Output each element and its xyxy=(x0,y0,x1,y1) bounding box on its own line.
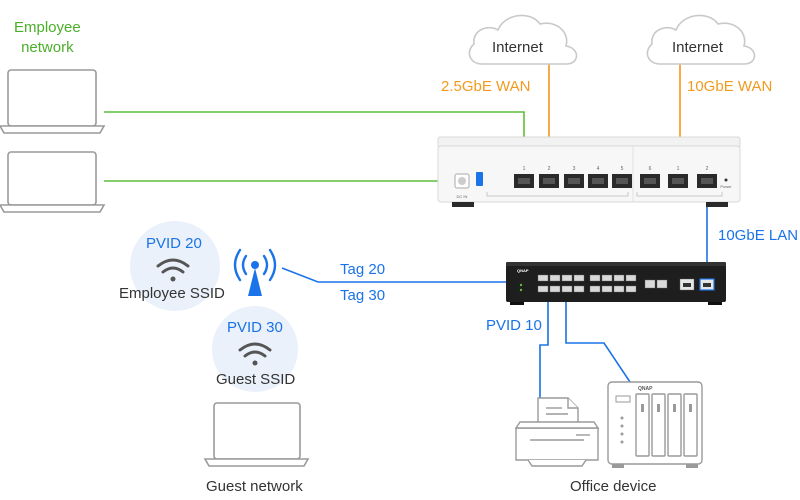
router-port-number: 1 xyxy=(523,166,526,172)
pvid20-label: PVID 20 xyxy=(146,235,202,252)
employee-ssid-label: Employee SSID xyxy=(119,285,225,302)
guest-ssid-label: Guest SSID xyxy=(216,371,296,388)
guest-network-label: Guest network xyxy=(206,478,303,495)
router-port-number: 6 xyxy=(649,166,652,172)
lan-10-label: 10GbE LAN xyxy=(718,227,799,244)
router-icon: 1 2 3 4 5 6 1 2 DC IN Power xyxy=(437,136,741,207)
nas-brand: QNAP xyxy=(638,386,653,392)
employee-wifi-icon xyxy=(156,258,190,282)
office-device-label: Office device xyxy=(570,478,657,495)
internet-left-label: Internet xyxy=(492,39,543,56)
guest-wifi-icon xyxy=(238,342,272,366)
wan-10-label: 10GbE WAN xyxy=(687,78,773,95)
employee-ssid-bubble xyxy=(130,221,220,311)
employee-laptop-2-icon xyxy=(0,151,106,213)
employee-network-label: Employee network xyxy=(14,19,81,56)
nas-link xyxy=(565,292,631,383)
router-port-number: 3 xyxy=(573,166,576,172)
nas-icon: QNAP xyxy=(607,381,703,468)
router-port-number: 5 xyxy=(621,166,624,172)
router-port-number: 2 xyxy=(548,166,551,172)
internet-cloud-right-icon xyxy=(646,14,756,65)
guest-ssid-bubble xyxy=(212,306,298,392)
router-power-label: Power xyxy=(720,184,732,189)
switch-brand: QNAP xyxy=(517,268,529,273)
router-port-number: 4 xyxy=(597,166,600,172)
printer-link xyxy=(539,292,549,398)
wan-25-label: 2.5GbE WAN xyxy=(441,78,531,95)
pvid30-label: PVID 30 xyxy=(227,319,283,336)
router-port-number: 2 xyxy=(706,166,709,172)
antenna-icon xyxy=(233,248,277,296)
router-ports xyxy=(514,174,717,188)
ap-trunk-link xyxy=(281,267,522,283)
switch-icon: QNAP xyxy=(506,262,726,305)
employee-laptop-1-icon xyxy=(0,69,106,134)
guest-laptop-icon xyxy=(203,402,310,467)
tag30-label: Tag 30 xyxy=(340,287,386,304)
internet-right-label: Internet xyxy=(672,39,723,56)
tag20-label: Tag 20 xyxy=(340,261,386,278)
pvid10-label: PVID 10 xyxy=(486,317,542,334)
printer-icon xyxy=(514,397,600,467)
router-port-number: 1 xyxy=(677,166,680,172)
internet-cloud-left-icon xyxy=(468,14,578,65)
router-dc-label: DC IN xyxy=(457,194,468,199)
